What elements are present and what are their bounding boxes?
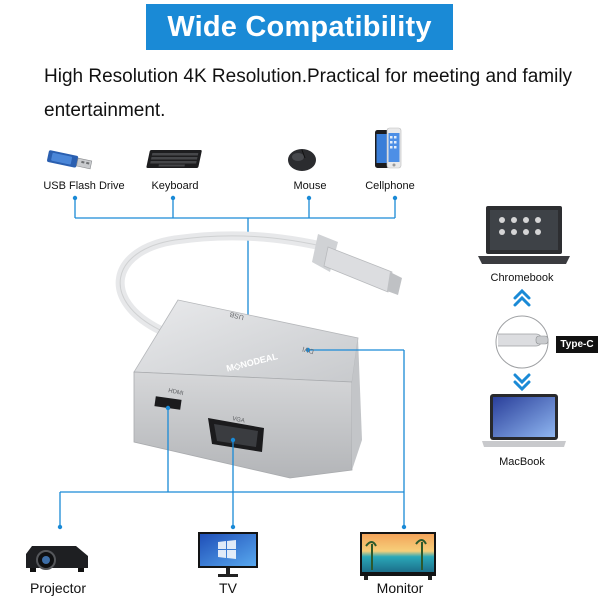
- tv-icon: [198, 532, 258, 577]
- label-usb-flash-drive: USB Flash Drive: [43, 180, 125, 192]
- usb-flash-drive-icon: [47, 150, 93, 170]
- type-c-tag: Type-C: [556, 336, 598, 353]
- label-projector: Projector: [29, 580, 87, 596]
- projector-icon: [26, 546, 88, 572]
- hub-adapter: [133, 299, 362, 479]
- dvi-port-label: DVI: [302, 345, 315, 355]
- cellphone-icon: [375, 127, 402, 169]
- label-monitor: Monitor: [376, 580, 424, 596]
- monitor-icon: [360, 532, 436, 580]
- usb-port-label: USB: [229, 310, 245, 321]
- usb-c-connector-icon: [495, 315, 549, 369]
- banner-title: Wide Compatibility: [167, 10, 432, 43]
- macbook-icon: [482, 394, 566, 447]
- label-cellphone: Cellphone: [365, 180, 415, 192]
- dvi-connector-line: [308, 349, 405, 527]
- chevron-up-icon: [513, 288, 531, 307]
- label-keyboard: Keyboard: [151, 180, 199, 192]
- label-macbook: MacBook: [499, 456, 545, 468]
- chromebook-icon: [478, 206, 570, 264]
- keyboard-icon: [146, 150, 202, 168]
- mouse-icon: [288, 149, 316, 171]
- hdmi-port-label: HDMI: [168, 388, 185, 397]
- chevron-down-icon: [513, 373, 531, 392]
- title-banner: Wide Compatibility: [146, 4, 453, 50]
- vga-port-label: VGA: [232, 416, 246, 425]
- bottom-connector-lines: [59, 408, 404, 527]
- label-mouse: Mouse: [293, 180, 327, 192]
- usb-c-cable: [115, 231, 402, 335]
- label-tv: TV: [219, 580, 237, 596]
- description-text: High Resolution 4K Resolution.Practical …: [44, 66, 573, 121]
- label-chromebook: Chromebook: [490, 272, 554, 284]
